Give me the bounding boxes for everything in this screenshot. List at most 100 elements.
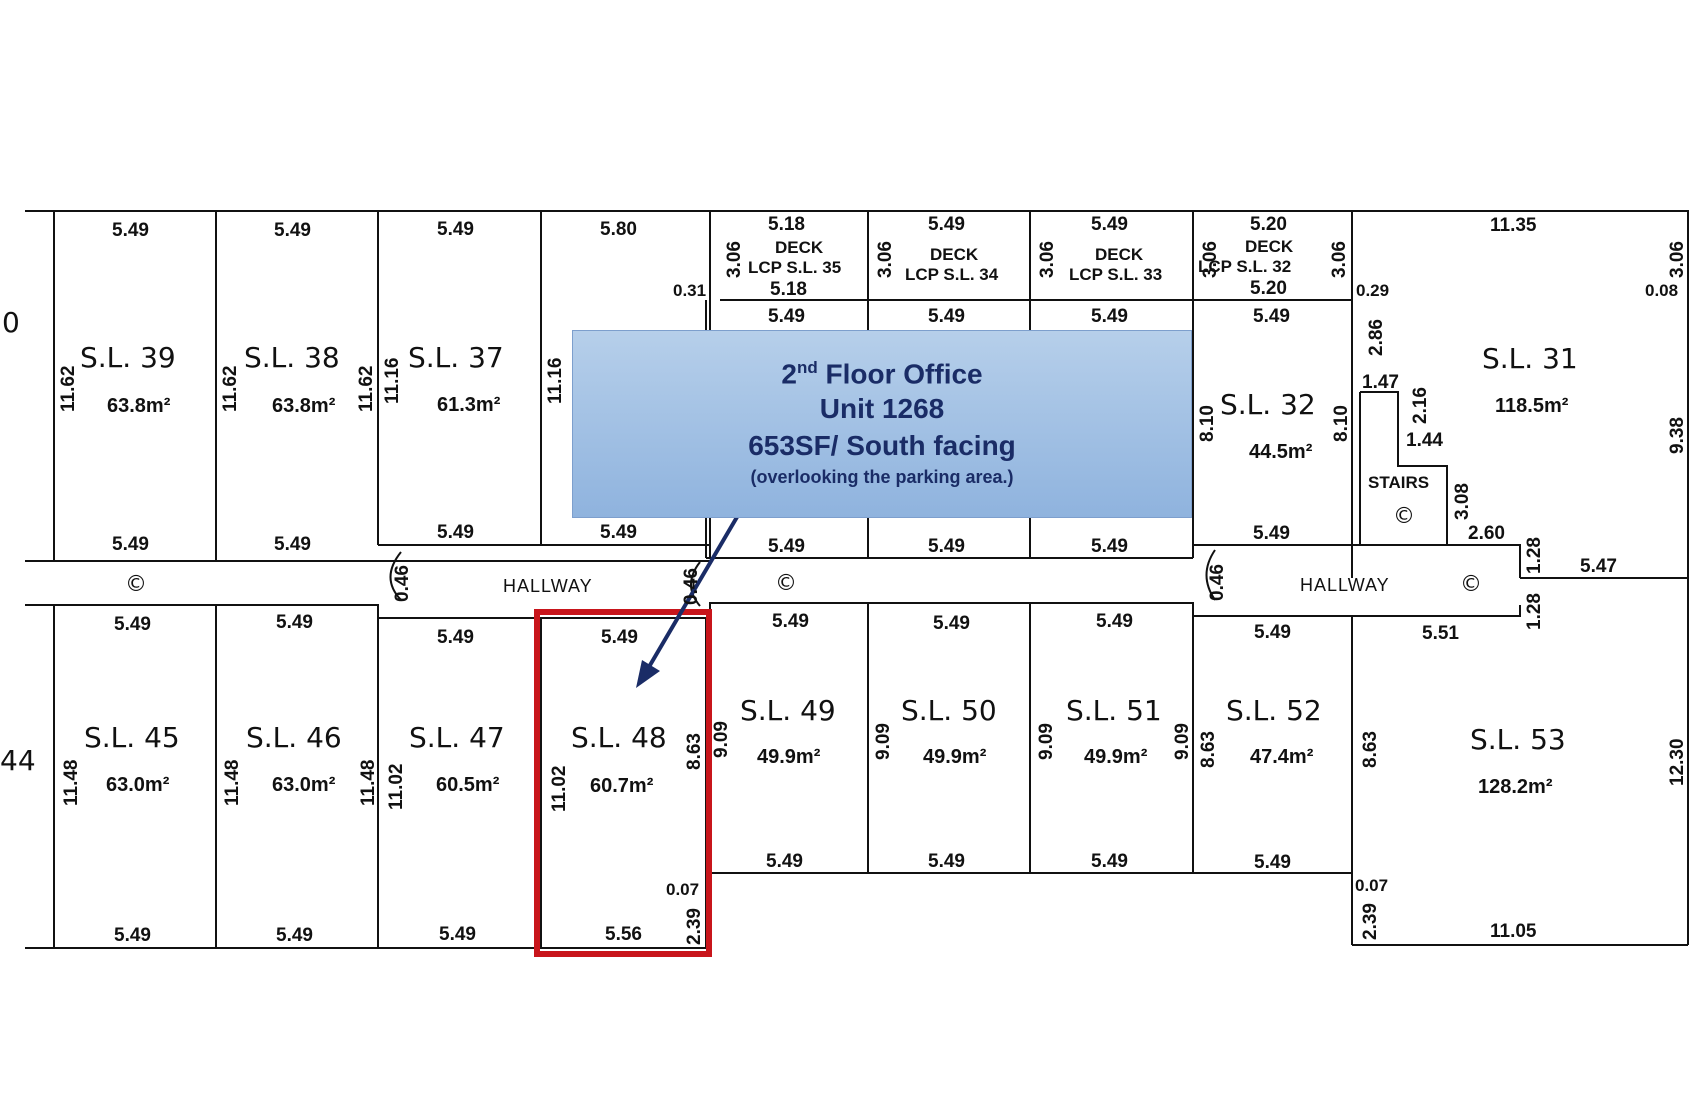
dim-32-unit-top: 5.49: [1253, 306, 1290, 327]
callout-size: 653SF/ South facing: [748, 430, 1016, 462]
dim-308: 3.08: [1452, 483, 1473, 520]
dim-547: 5.47: [1580, 556, 1617, 577]
plan-lines: [25, 210, 1689, 949]
dim-45-left: 11.48: [61, 760, 82, 807]
dim-deck-h2: 3.06: [875, 241, 896, 278]
dim-deck-h4: 3.06: [1200, 241, 1221, 278]
dim-49-top: 5.49: [772, 611, 809, 632]
dim-51-top: 5.49: [1096, 611, 1133, 632]
unit-sl49-name: S.L. 49: [740, 694, 836, 727]
unit-sl39-name: S.L. 39: [80, 341, 176, 374]
dim-36-top: 5.80: [600, 219, 637, 240]
dim-51-right: 9.09: [1172, 723, 1193, 760]
unit-sl48-name: S.L. 48: [571, 721, 667, 754]
dim-52-bottom: 5.49: [1254, 852, 1291, 873]
unit-sl45-name: S.L. 45: [84, 721, 180, 754]
dim-36-bottom: 5.49: [600, 522, 637, 543]
unit-callout: 2nd Floor Office Unit 1268 653SF/ South …: [572, 330, 1192, 518]
dim-239-a: 2.39: [684, 908, 705, 945]
dim-32deck-top: 5.20: [1250, 214, 1287, 235]
dim-50-left: 9.09: [873, 723, 894, 760]
dim-32-right: 8.10: [1331, 405, 1352, 442]
hallway-right-common-icon: ©: [1460, 572, 1482, 597]
dim-39-left: 11.62: [58, 366, 79, 413]
unit-sl47-name: S.L. 47: [409, 721, 505, 754]
dim-39-top: 5.49: [112, 220, 149, 241]
dim-47-top: 5.49: [437, 627, 474, 648]
dim-33-unit-top: 5.49: [1091, 306, 1128, 327]
highlight-box: [534, 609, 712, 957]
dim-007-a: 0.07: [666, 880, 699, 899]
dim-39-bottom: 5.49: [112, 534, 149, 555]
unit-sl38-area: 63.8m²: [272, 395, 336, 417]
dim-046-b: 0.46: [681, 568, 702, 605]
dim-deck-h1: 3.06: [724, 241, 745, 278]
dim-50-bottom: 5.49: [928, 851, 965, 872]
dim-029: 0.29: [1356, 281, 1389, 300]
hallway-label-left: HALLWAY: [503, 576, 593, 596]
dim-37-top: 5.49: [437, 219, 474, 240]
dim-34-top: 5.49: [928, 214, 965, 235]
unit-sl38-name: S.L. 38: [244, 341, 340, 374]
stairs-label: STAIRS: [1368, 473, 1429, 492]
dim-48-right: 8.63: [684, 733, 705, 770]
dim-239-b: 2.39: [1360, 903, 1381, 940]
dim-35-bottom: 5.18: [770, 279, 807, 300]
callout-unit: Unit 1268: [819, 393, 945, 425]
dim-46-top: 5.49: [276, 612, 313, 633]
deck-35-unit: LCP S.L. 35: [748, 258, 841, 277]
dim-38-bottom: 5.49: [274, 534, 311, 555]
unit-sl37-area: 61.3m²: [437, 394, 501, 416]
hallway-left-common-icon: ©: [125, 572, 147, 597]
dim-50-top: 5.49: [933, 613, 970, 634]
dim-37-bottom: 5.49: [437, 522, 474, 543]
dim-007-b: 0.07: [1355, 876, 1388, 895]
dim-36-left: 11.16: [545, 358, 566, 405]
deck-35-label: DECK: [775, 238, 824, 257]
dim-47-bottom: 5.49: [439, 924, 476, 945]
dim-147: 1.47: [1362, 372, 1399, 393]
dim-53-right: 12.30: [1667, 738, 1688, 786]
dim-286: 2.86: [1366, 319, 1387, 356]
dim-32-unit-bottom: 5.49: [1253, 523, 1290, 544]
dim-38-top: 5.49: [274, 220, 311, 241]
unit-sl45-area: 63.0m²: [106, 774, 170, 796]
deck-33-unit: LCP S.L. 33: [1069, 265, 1162, 284]
dim-46-left: 11.48: [222, 760, 243, 807]
deck-33-label: DECK: [1095, 245, 1144, 264]
dim-938: 9.38: [1667, 417, 1688, 454]
deck-34-unit: LCP S.L. 34: [905, 265, 999, 284]
callout-floor-num: 2: [781, 358, 797, 390]
dim-45-top: 5.49: [114, 614, 151, 635]
deck-34-label: DECK: [930, 245, 979, 264]
dim-52-top: 5.49: [1254, 622, 1291, 643]
dim-551: 5.51: [1422, 623, 1459, 644]
dim-49-bottom: 5.49: [766, 851, 803, 872]
deck-32-label: DECK: [1245, 237, 1294, 256]
unit-sl51-name: S.L. 51: [1066, 694, 1162, 727]
dim-031: 0.31: [673, 281, 706, 300]
edge-label-bottom: 44: [0, 744, 36, 777]
unit-sl50-name: S.L. 50: [901, 694, 997, 727]
unit-sl52-name: S.L. 52: [1226, 694, 1322, 727]
dim-35-unit-top: 5.49: [768, 306, 805, 327]
dim-008: 0.08: [1645, 281, 1678, 300]
stairs-common-icon: ©: [1393, 504, 1415, 529]
dim-48-top: 5.49: [601, 627, 638, 648]
unit-sl52-area: 47.4m²: [1250, 746, 1314, 768]
unit-sl37-name: S.L. 37: [408, 341, 504, 374]
unit-sl46-area: 63.0m²: [272, 774, 336, 796]
hallway-mid-common-icon: ©: [775, 571, 797, 596]
edge-label-top: 0: [2, 306, 20, 339]
hallway-label-right: HALLWAY: [1300, 575, 1390, 595]
dim-31-top: 11.35: [1490, 215, 1537, 236]
dim-45-bottom: 5.49: [114, 925, 151, 946]
dim-35-top: 5.18: [768, 214, 805, 235]
dim-144: 1.44: [1406, 430, 1443, 451]
dim-260: 2.60: [1468, 523, 1505, 544]
dim-128-b: 1.28: [1524, 593, 1545, 630]
dim-046-c: 0.46: [1207, 564, 1228, 601]
callout-note: (overlooking the parking area.): [750, 467, 1014, 488]
dim-deck-h5: 3.06: [1329, 241, 1350, 278]
